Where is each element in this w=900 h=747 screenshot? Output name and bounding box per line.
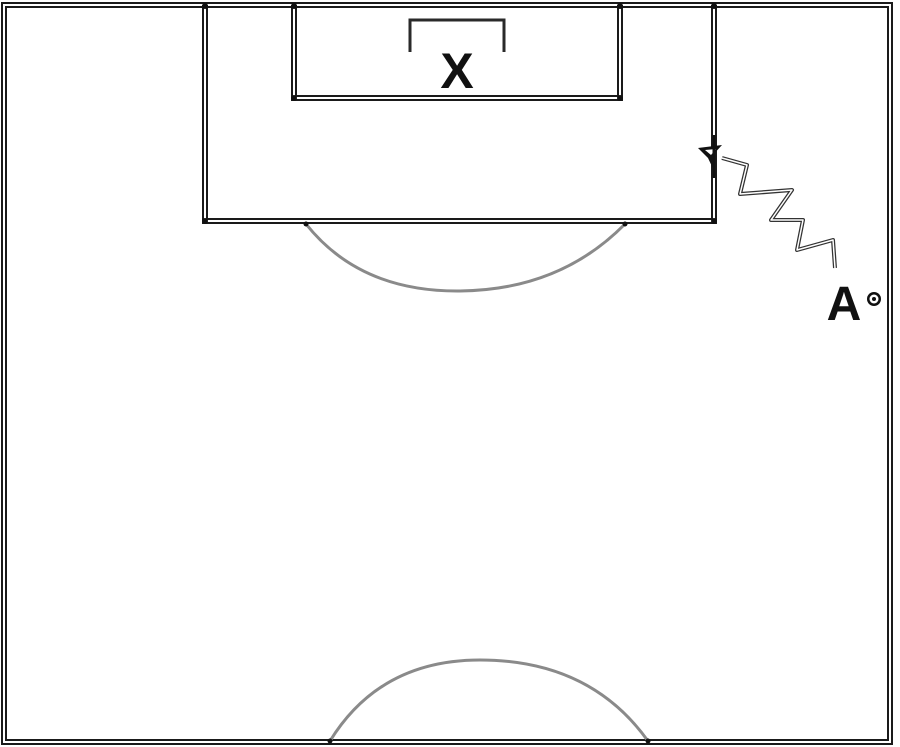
goal-area: [291, 3, 623, 101]
attacker-marker: A: [827, 278, 862, 331]
penalty-area: [202, 3, 717, 224]
ball-icon: [867, 292, 881, 306]
kick-arrow-icon: [698, 135, 722, 178]
dribble-path-icon: [721, 156, 837, 269]
penalty-arc: [304, 222, 627, 293]
goalkeeper-marker: X: [440, 43, 473, 99]
goal-icon: [408, 18, 506, 52]
center-circle-arc: [328, 658, 650, 742]
